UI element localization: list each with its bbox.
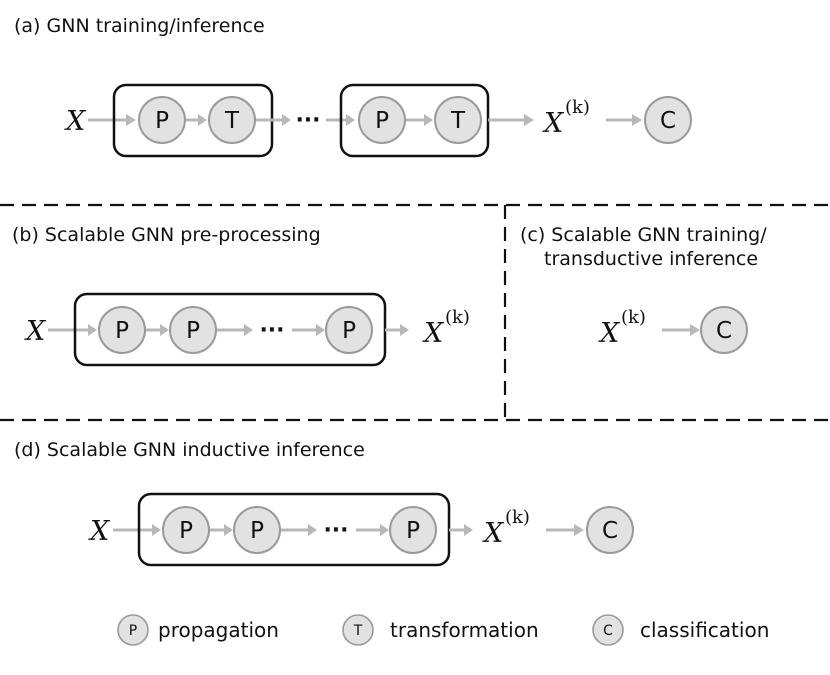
- section-c-title-line1: (c) Scalable GNN training/: [520, 224, 767, 246]
- a-arrow-dots-box2: [326, 114, 355, 126]
- svg-text:P: P: [375, 108, 389, 134]
- svg-text:(k): (k): [505, 507, 530, 528]
- section-a-title: (a) GNN training/inference: [14, 15, 265, 37]
- d-arrow-p1-p2: [210, 524, 233, 536]
- c-node-c: C: [700, 306, 748, 354]
- svg-text:P: P: [250, 518, 264, 544]
- svg-text:(k): (k): [565, 97, 590, 118]
- svg-text:T: T: [450, 108, 466, 134]
- svg-text:P: P: [115, 318, 129, 344]
- b-node-p-1: P: [98, 306, 146, 354]
- b-node-p-3: P: [325, 306, 373, 354]
- a-arrow-p-t-1: [186, 114, 207, 126]
- d-node-c: C: [586, 506, 634, 554]
- legend-t-letter: T: [353, 623, 363, 639]
- legend-c-text: classification: [640, 618, 769, 642]
- section-d-title: (d) Scalable GNN inductive inference: [14, 439, 365, 461]
- a-node-c: C: [644, 96, 692, 144]
- svg-text:(k): (k): [445, 307, 470, 328]
- svg-text:P: P: [342, 318, 356, 344]
- d-arrow-input: [113, 524, 161, 536]
- b-input-x: X: [24, 316, 47, 347]
- svg-text:(k): (k): [621, 307, 646, 328]
- section-b-title: (b) Scalable GNN pre-processing: [12, 224, 321, 246]
- b-arrow-dots-p3: [292, 324, 325, 336]
- legend-t-text: transformation: [390, 618, 539, 642]
- section-c-title-line2: transductive inference: [544, 248, 758, 270]
- a-arrow-box2-output: [488, 114, 534, 126]
- svg-text:X: X: [542, 108, 565, 139]
- a-arrow-output-c: [606, 114, 642, 126]
- legend-c-icon: [592, 614, 624, 646]
- a-ellipsis: ···: [295, 108, 320, 133]
- d-node-p-2: P: [233, 506, 281, 554]
- b-ellipsis: ···: [259, 318, 284, 343]
- legend-c-letter: C: [603, 623, 613, 639]
- a-node-p-1: P: [138, 96, 186, 144]
- d-arrow-dots-p3: [356, 524, 389, 536]
- b-arrow-box-output: [385, 324, 409, 336]
- b-arrow-input: [48, 324, 97, 336]
- svg-text:T: T: [224, 108, 240, 134]
- d-ellipsis: ···: [323, 518, 348, 543]
- d-arrow-output-c: [546, 524, 584, 536]
- svg-text:P: P: [155, 108, 169, 134]
- a-node-t-1: T: [208, 96, 256, 144]
- legend-item-transformation: T transformation: [342, 614, 539, 646]
- a-arrow-t-dots: [256, 114, 291, 126]
- d-arrow-p2-dots: [281, 524, 317, 536]
- legend-p-icon: [117, 614, 149, 646]
- legend-item-propagation: P propagation: [117, 614, 279, 646]
- svg-text:C: C: [716, 318, 732, 344]
- svg-text:X: X: [422, 318, 445, 349]
- a-arrow-p-t-2: [406, 114, 433, 126]
- d-node-p-1: P: [162, 506, 210, 554]
- d-node-p-3: P: [389, 506, 437, 554]
- c-arrow-xk-c: [662, 324, 700, 336]
- a-arrow-input: [88, 114, 136, 126]
- d-arrow-box-output: [449, 524, 473, 536]
- legend-item-classification: C classification: [592, 614, 769, 646]
- c-input-xk: X (k): [598, 307, 646, 349]
- legend: P propagation T transformation C classif…: [117, 614, 769, 646]
- svg-text:X: X: [598, 318, 621, 349]
- a-node-p-2: P: [358, 96, 406, 144]
- svg-text:P: P: [186, 318, 200, 344]
- a-output-xk: X (k): [542, 97, 590, 139]
- b-node-p-2: P: [169, 306, 217, 354]
- legend-t-icon: [342, 614, 374, 646]
- svg-text:P: P: [406, 518, 420, 544]
- b-output-xk: X (k): [422, 307, 470, 349]
- svg-text:C: C: [660, 108, 676, 134]
- d-output-xk: X (k): [482, 507, 530, 549]
- b-arrow-p2-dots: [217, 324, 253, 336]
- a-node-t-2: T: [434, 96, 482, 144]
- d-input-x: X: [88, 516, 111, 547]
- a-input-x: X: [64, 106, 87, 137]
- svg-text:X: X: [482, 518, 505, 549]
- svg-text:C: C: [602, 518, 618, 544]
- svg-text:P: P: [179, 518, 193, 544]
- b-arrow-p1-p2: [146, 324, 169, 336]
- legend-p-letter: P: [129, 623, 137, 639]
- legend-p-text: propagation: [158, 618, 279, 642]
